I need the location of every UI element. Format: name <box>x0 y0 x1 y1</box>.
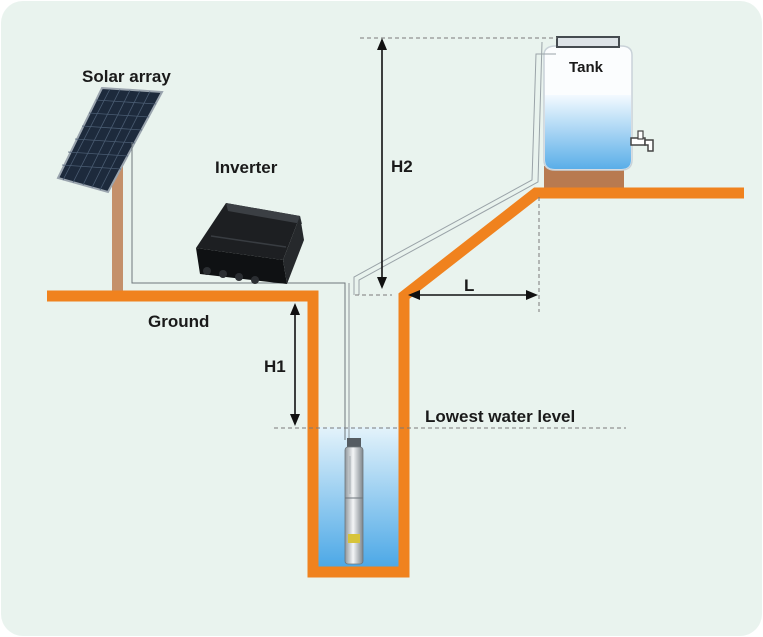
solar-post <box>112 162 123 292</box>
outlet-pipe-edge <box>358 41 543 295</box>
h1-label: H1 <box>264 357 286 376</box>
lowest-water-level-label: Lowest water level <box>425 407 575 426</box>
solar-panel-icon <box>56 86 164 194</box>
h1-arrow <box>290 303 300 426</box>
inverter-label: Inverter <box>215 158 278 177</box>
power-cable <box>131 142 346 440</box>
inverter-box-icon <box>196 203 304 284</box>
solar-array-label: Solar array <box>82 67 171 86</box>
faucet-icon <box>630 130 654 152</box>
ground-label: Ground <box>148 312 209 331</box>
h2-label: H2 <box>391 157 413 176</box>
ground-profile <box>47 187 744 578</box>
h2-arrow <box>377 38 387 289</box>
l-label: L <box>464 276 474 295</box>
water-tank-icon <box>543 36 633 171</box>
l-arrow <box>408 290 538 300</box>
outlet-pipe <box>353 53 556 295</box>
tank-label: Tank <box>569 59 604 76</box>
submersible-pump-icon <box>344 438 364 565</box>
